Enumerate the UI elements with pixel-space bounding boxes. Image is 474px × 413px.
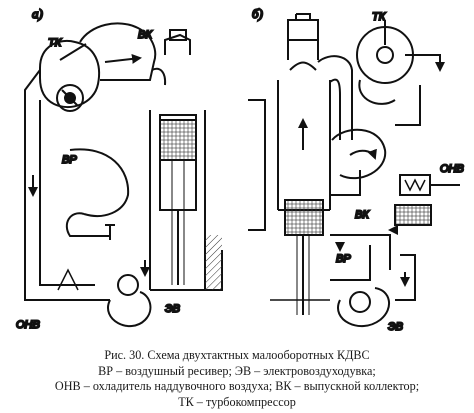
panel-a-label: а) [32, 6, 43, 21]
label-vk-a: ВК [138, 29, 152, 41]
label-vr-b: ВР [336, 253, 351, 265]
caption-line-1: Рис. 30. Схема двухтактных малооборотных… [104, 348, 370, 362]
label-tk-a: ТК [48, 37, 62, 49]
charge-air-cooler-b [388, 174, 460, 235]
label-onv-a: ОНВ [16, 319, 40, 331]
electric-blower-b [270, 254, 416, 327]
caption-line-3: ОНВ – охладитель наддувочного воздуха; В… [54, 379, 420, 393]
figure-caption: Рис. 30. Схема двухтактных малооборотных… [0, 348, 474, 410]
air-receiver-b [330, 234, 391, 281]
label-ev-b: ЭВ [388, 321, 403, 333]
caption-line-2: ВР – воздушный ресивер; ЭВ – электровозд… [98, 363, 376, 378]
exhaust-collector-a [79, 22, 167, 86]
air-duct-a [24, 69, 110, 301]
exhaust-duct-b [317, 55, 353, 140]
cylinder-b [248, 13, 331, 315]
label-tk-b: ТК [372, 11, 386, 23]
label-vk-b: ВК [355, 209, 369, 221]
turbocharger-b [356, 20, 440, 126]
label-ev-a: ЭВ [165, 303, 180, 315]
label-onv-b: ОНВ [440, 163, 464, 175]
panel-b: б) ТК [248, 5, 465, 334]
engine-diagram-figure: а) ТК ВК ВР [15, 5, 465, 334]
label-vr-a: ВР [62, 154, 77, 166]
air-receiver-a [65, 148, 130, 237]
panel-b-label: б) [252, 6, 263, 21]
cylinder-a [149, 29, 223, 291]
panel-a: а) ТК ВК ВР [15, 5, 223, 332]
turbocharger-a [39, 40, 100, 112]
engine-diagram-svg: а) ТК ВК ВР [15, 5, 465, 334]
exhaust-collector-b [330, 128, 387, 196]
caption-line-4: ТК – турбокомпрессор [178, 394, 296, 409]
electric-blower-a [107, 260, 152, 327]
